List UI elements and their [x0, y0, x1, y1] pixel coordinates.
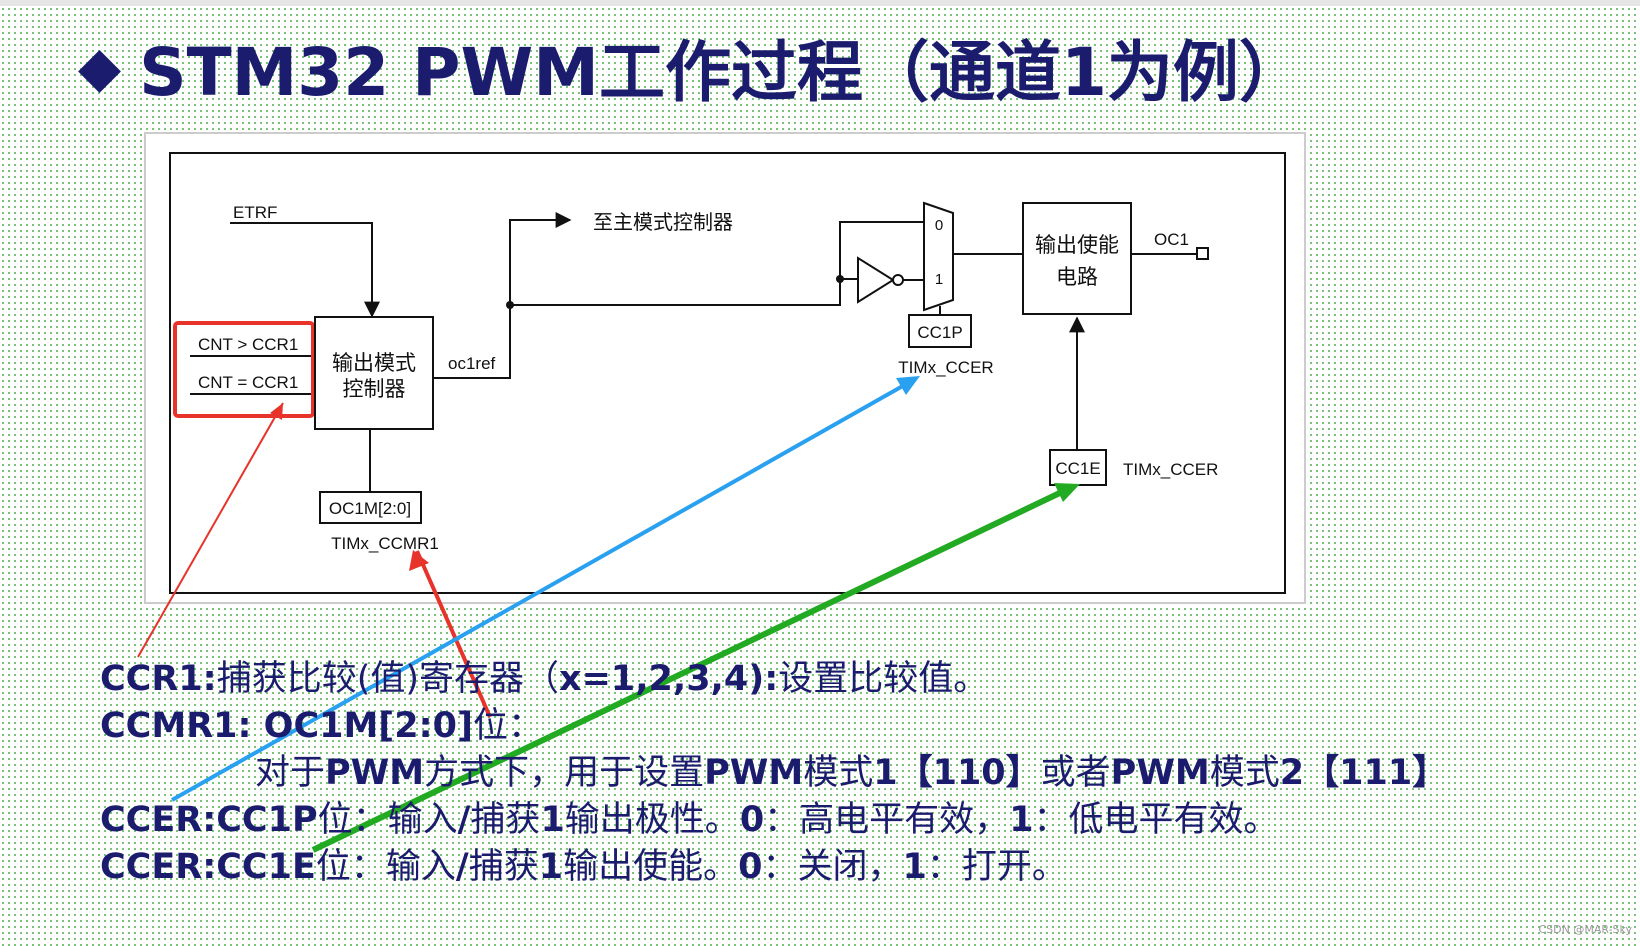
- red-arrow-ccr1-head: [270, 403, 283, 420]
- cc1e-label: CC1E: [1055, 459, 1100, 478]
- inverter-bubble: [892, 274, 904, 286]
- mux-icon: [923, 201, 954, 312]
- line-cc1e: CCER:CC1E位：输入/捕获1输出使能。0：关闭，1：打开。: [100, 847, 1067, 887]
- mode-ctrl-label-2: 控制器: [343, 378, 406, 401]
- mux-in0-label: 0: [935, 217, 943, 234]
- mux-in0-line: [510, 221, 924, 306]
- red-arrow-ccmr1: [415, 550, 492, 718]
- etrf-label: ETRF: [233, 203, 277, 222]
- oc1m-label: OC1M[2:0]: [329, 499, 411, 518]
- slide-title: ◆ STM32 PWM工作过程（通道1为例）: [78, 22, 1305, 112]
- line-ccr1: CCR1:捕获比较(值)寄存器（x=1,2,3,4):设置比较值。: [100, 659, 989, 699]
- ccer-e-label: TIMx_CCER: [1123, 460, 1218, 479]
- ccer-p-label: TIMx_CCER: [898, 358, 993, 377]
- top-bar: [0, 0, 1640, 6]
- green-arrow-cc1e-head: [1054, 483, 1080, 502]
- line-ccmr1: CCMR1: OC1M[2:0]位：: [100, 706, 544, 746]
- title-text: STM32 PWM工作过程（通道1为例）: [139, 34, 1305, 111]
- blue-arrow-cc1p: [171, 381, 909, 802]
- cmp-gt-label: CNT > CCR1: [198, 335, 298, 354]
- oc1m-box: [319, 491, 422, 524]
- compare-highlight-box: [173, 321, 315, 418]
- cmp-eq-label: CNT = CCR1: [198, 373, 298, 392]
- to-master-label: 至主模式控制器: [593, 211, 733, 234]
- green-arrow-cc1e: [311, 487, 1068, 853]
- oc1-label: OC1: [1154, 230, 1189, 249]
- inverter-icon: [857, 256, 895, 304]
- enable-label-1: 输出使能: [1035, 234, 1119, 257]
- mode-ctrl-label-1: 输出模式: [332, 352, 416, 375]
- cc1p-box: [908, 314, 972, 348]
- diamond-bullet-icon: ◆: [78, 34, 122, 100]
- mux-in1-label: 1: [935, 271, 943, 288]
- red-arrow-ccr1: [137, 402, 284, 658]
- etrf-line: [230, 222, 380, 318]
- ccmr1-label: TIMx_CCMR1: [331, 534, 439, 553]
- oc1-pin-icon: [1196, 247, 1209, 260]
- watermark: CSDN @MAR-Sky: [1538, 923, 1632, 936]
- blue-arrow-cc1p-head: [896, 376, 920, 395]
- cc1p-label: CC1P: [917, 323, 962, 342]
- output-enable-circuit: [1022, 202, 1132, 315]
- output-mode-controller: [314, 316, 434, 430]
- line-cc1p: CCER:CC1P位：输入/捕获1输出极性。0：高电平有效，1：低电平有效。: [100, 800, 1279, 840]
- explanation-text: CCR1:捕获比较(值)寄存器（x=1,2,3,4):设置比较值。 CCMR1:…: [100, 656, 1447, 891]
- oc1ref-label: oc1ref: [448, 354, 496, 373]
- line-pwm-mode: 对于PWM方式下，用于设置PWM模式1【110】或者PWM模式2【111】: [255, 753, 1448, 793]
- diagram-frame: [169, 152, 1286, 594]
- red-arrow-ccmr1-head: [409, 550, 429, 571]
- enable-label-2: 电路: [1056, 266, 1098, 289]
- to-master-line: [433, 212, 572, 379]
